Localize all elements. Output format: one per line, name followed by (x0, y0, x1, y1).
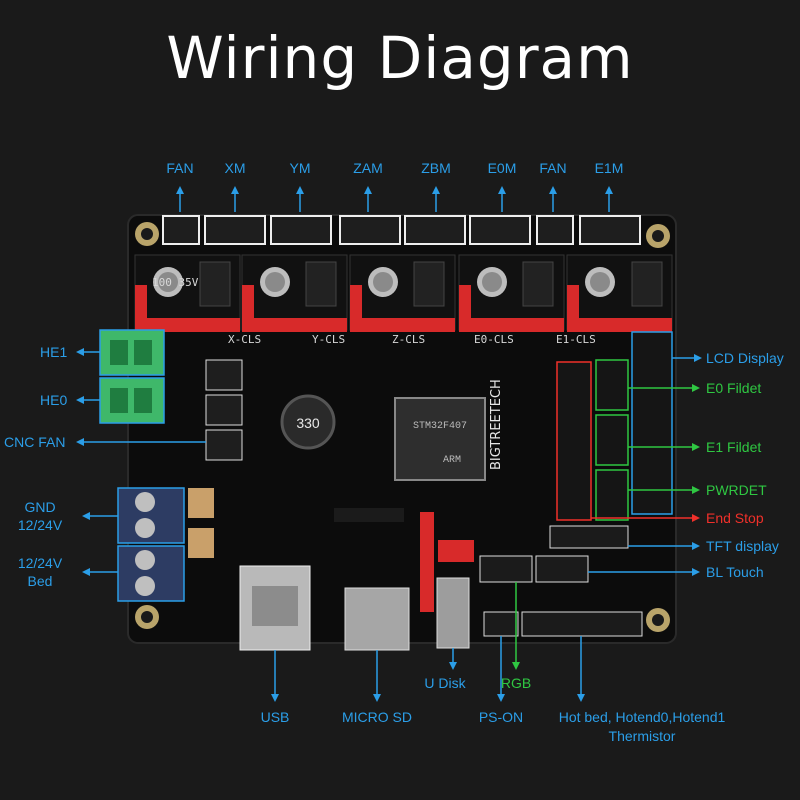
driver-socket-e0 (458, 254, 565, 332)
fan-headers (205, 359, 243, 461)
udisk-port (436, 577, 470, 649)
label-he1: HE1 (40, 344, 67, 360)
label-hot-line2: Thermistor (609, 728, 676, 744)
label-usb: USB (261, 709, 290, 725)
left-arrows (76, 348, 206, 576)
bottom-headers (334, 508, 643, 637)
label-bltouch: BL Touch (706, 564, 764, 580)
label-udisk: U Disk (424, 675, 466, 691)
mounting-hole (646, 224, 670, 248)
label-tft: TFT display (706, 538, 779, 554)
label-ym: YM (290, 160, 311, 176)
brand-silkscreen: BIGTREETECH (489, 379, 504, 470)
driver-sockets (134, 254, 673, 332)
silk-label-x: X-CLS (228, 333, 261, 346)
label-gnd-line2: 12/24V (18, 517, 63, 533)
label-rgb: RGB (501, 675, 531, 691)
label-e1-fildet: E1 Fildet (706, 439, 761, 455)
left-labels: HE1 HE0 CNC FAN GND 12/24V 12/24V Bed (4, 344, 67, 589)
label-pwrdet: PWRDET (706, 482, 767, 498)
label-e1m: E1M (595, 160, 624, 176)
page-title: Wiring Diagram (166, 24, 634, 92)
label-e0m: E0M (488, 160, 517, 176)
right-arrows (588, 354, 702, 576)
mcu-chip: STM32F407 ARM (394, 397, 486, 481)
label-xm: XM (225, 160, 246, 176)
label-bed-line2: Bed (28, 573, 53, 589)
heater-terminals (99, 329, 165, 424)
top-connectors (162, 215, 641, 245)
label-microsd: MICRO SD (342, 709, 412, 725)
mcu-part-number: STM32F407 (413, 421, 467, 432)
inductor: 330 (280, 394, 336, 450)
power-terminals (117, 487, 214, 602)
label-zbm: ZBM (421, 160, 451, 176)
label-e0-fildet: E0 Fildet (706, 380, 761, 396)
sd-slot (344, 587, 410, 651)
label-zam: ZAM (353, 160, 383, 176)
label-he0: HE0 (40, 392, 67, 408)
driver-socket-e1 (566, 254, 673, 332)
bottom-arrows (271, 582, 585, 702)
label-pson: PS-ON (479, 709, 523, 725)
label-gnd-line1: GND (24, 499, 55, 515)
silk-label-e1: E1-CLS (556, 333, 596, 346)
driver-silkscreen: X-CLS Y-CLS Z-CLS E0-CLS E1-CLS (228, 333, 596, 346)
mounting-hole (646, 608, 670, 632)
silk-label-e0: E0-CLS (474, 333, 514, 346)
top-arrows (176, 186, 613, 212)
driver-socket-y (241, 254, 348, 332)
mounting-hole (135, 222, 159, 246)
mounting-hole (135, 605, 159, 629)
right-labels: LCD Display E0 Fildet E1 Fildet PWRDET E… (706, 350, 784, 580)
label-lcd: LCD Display (706, 350, 784, 366)
driver-socket-z (349, 254, 456, 332)
label-cnc-fan: CNC FAN (4, 434, 65, 450)
label-hot-line1: Hot bed, Hotend0,Hotend1 (559, 709, 726, 725)
silk-label-z: Z-CLS (392, 333, 425, 346)
endstop-headers (556, 331, 673, 521)
label-endstop: End Stop (706, 510, 764, 526)
capacitor-value: 100 35V (152, 276, 199, 289)
bottom-labels: USB MICRO SD U Disk RGB PS-ON Hot bed, H… (261, 675, 726, 744)
top-labels: FAN XM YM ZAM ZBM E0M FAN E1M (166, 160, 623, 176)
label-bed-line1: 12/24V (18, 555, 63, 571)
inductor-value: 330 (296, 415, 320, 431)
silk-label-y: Y-CLS (312, 333, 345, 346)
label-fan-2: FAN (539, 160, 566, 176)
driver-socket-x (134, 254, 241, 332)
label-fan-1: FAN (166, 160, 193, 176)
usb-port (239, 565, 311, 651)
mcu-arm-label: ARM (443, 455, 461, 466)
